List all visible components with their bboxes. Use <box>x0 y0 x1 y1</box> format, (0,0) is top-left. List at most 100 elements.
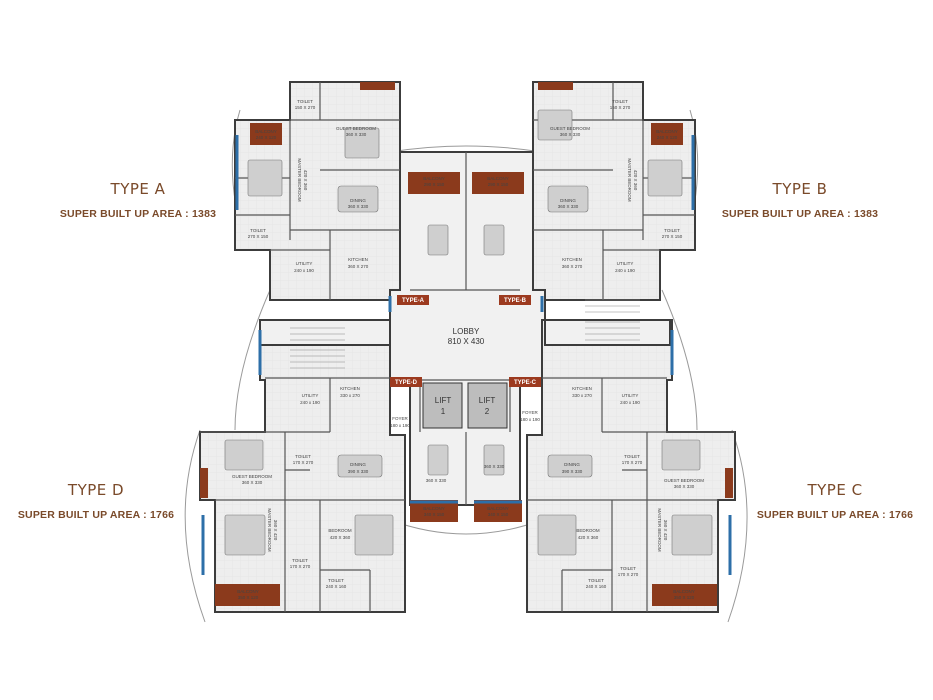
room-d-foyer-size: 180 x 190 <box>390 423 410 428</box>
room-d-master-size: 360 X 420 <box>273 520 278 541</box>
room-c-foyer-name: FOYER <box>522 410 538 415</box>
type-d-label: TYPE D SUPER BUILT UP AREA : 1766 <box>6 481 186 521</box>
room-c-toilet1-name: TOILET <box>624 454 640 459</box>
room-c-kitchen-size: 330 x 270 <box>572 393 592 398</box>
room-b-kitchen-size: 360 X 270 <box>562 264 583 269</box>
room-b-utility-name: UTILITY <box>617 261 634 266</box>
room-a-utility-size: 240 x 190 <box>294 268 314 273</box>
room-c-toilet1-size: 170 X 270 <box>622 460 643 465</box>
room-c-toilet3-size: 240 X 160 <box>586 584 607 589</box>
room-b-toilet1-size: 150 X 270 <box>610 105 631 110</box>
lift-shafts <box>422 382 508 429</box>
room-b-dining-name: DINING <box>560 198 576 203</box>
room-d-utility-size: 240 x 190 <box>300 400 320 405</box>
room-c-utility-name: UTILITY <box>622 393 639 398</box>
room-c-toilet2-size: 170 X 270 <box>618 572 639 577</box>
room-a-kitchen-name: KITCHEN <box>348 257 368 262</box>
tag-type-c: TYPE-C <box>514 380 537 386</box>
balconies <box>200 82 733 606</box>
tag-type-b: TYPE-B <box>504 298 527 304</box>
room-c-bedroom-size: 420 X 360 <box>578 535 599 540</box>
room-d-guest-size: 360 X 330 <box>242 480 263 485</box>
room-labels: TOILET 150 X 270 BALCONY 240 X 120 GUEST… <box>232 99 704 600</box>
room-d-toilet1-size: 170 X 270 <box>293 460 314 465</box>
room-c-foyer-size: 180 x 190 <box>520 417 540 422</box>
room-a-utility-name: UTILITY <box>296 261 313 266</box>
room-c-guest-size: 360 X 330 <box>674 484 695 489</box>
room-a-toilet1-name: TOILET <box>297 99 313 104</box>
room-b-toilet1-name: TOILET <box>612 99 628 104</box>
room-a-toilet2-size: 270 X 150 <box>248 234 269 239</box>
room-c-master-size: 360 X 420 <box>663 520 668 541</box>
room-a-balcony2-size: 290 X 150 <box>424 182 445 187</box>
type-a-title: TYPE A <box>110 180 166 198</box>
room-d-balcony2-name: BALCONY <box>423 506 445 511</box>
room-b-guest-size: 360 X 330 <box>560 132 581 137</box>
room-d-balcony1-size: 350 X 120 <box>238 595 259 600</box>
room-c-guest-name: GUEST BEDROOM <box>664 478 704 483</box>
room-d-kitchen-size: 330 x 270 <box>340 393 360 398</box>
room-b-guest-name: GUEST BEDROOM <box>550 126 590 131</box>
room-c-balcony1-name: BALCONY <box>673 589 695 594</box>
room-a-guest-size: 360 X 330 <box>346 132 367 137</box>
room-d-kitchen-name: KITCHEN <box>340 386 360 391</box>
interior-walls <box>200 82 735 612</box>
room-b-dining-size: 360 X 330 <box>558 204 579 209</box>
type-b-area: SUPER BUILT UP AREA : 1383 <box>721 208 879 220</box>
tag-type-a: TYPE-A <box>402 298 425 304</box>
room-c-dining-name: DINING <box>564 462 580 467</box>
room-d-toilet1-name: TOILET <box>295 454 311 459</box>
type-c-title: TYPE C <box>807 481 863 499</box>
room-d-foyer-name: FOYER <box>392 416 408 421</box>
room-a-master-name: MASTER BEDROOM <box>297 158 302 202</box>
room-b-toilet2-name: TOILET <box>664 228 680 233</box>
room-c-balcony1-size: 350 X 120 <box>674 595 695 600</box>
tag-type-d: TYPE-D <box>395 380 418 386</box>
room-a-dining-size: 360 X 330 <box>348 204 369 209</box>
unit-tags <box>390 295 541 387</box>
room-b-toilet2-size: 270 X 150 <box>662 234 683 239</box>
room-a-master-size: 420 X 360 <box>303 170 308 191</box>
lift-2-number: 2 <box>485 407 490 416</box>
room-d-master-name: MASTER BEDROOM <box>267 508 272 552</box>
furniture <box>224 109 713 556</box>
lift-1-number: 1 <box>441 407 446 416</box>
type-d-title: TYPE D <box>67 481 125 499</box>
room-d-balcony2-size: 340 X 150 <box>424 512 445 517</box>
lobby-size: 810 X 430 <box>448 337 485 346</box>
room-a-toilet2-name: TOILET <box>250 228 266 233</box>
room-c-balcony2-name: BALCONY <box>487 506 509 511</box>
room-d-toilet3-size: 240 X 160 <box>326 584 347 589</box>
room-d-utility-name: UTILITY <box>302 393 319 398</box>
room-b-balcony1-name: BALCONY <box>656 129 678 134</box>
room-a-dining-name: DINING <box>350 198 366 203</box>
room-d-dining-name: DINING <box>350 462 366 467</box>
room-d-bedroom-name: BEDROOM <box>328 528 352 533</box>
room-d-bedroom-size: 420 X 360 <box>330 535 351 540</box>
type-b-label: TYPE B SUPER BUILT UP AREA : 1383 <box>710 180 890 220</box>
room-b-balcony1-size: 240 X 120 <box>657 135 678 140</box>
room-b-kitchen-name: KITCHEN <box>562 257 582 262</box>
type-c-label: TYPE C SUPER BUILT UP AREA : 1766 <box>745 481 925 521</box>
room-c-balcony2-size: 340 X 150 <box>488 512 509 517</box>
room-b-balcony2-name: BALCONY <box>487 176 509 181</box>
windows <box>201 135 732 575</box>
lift-1-name: LIFT <box>435 396 452 405</box>
room-d-balcony1-name: BALCONY <box>237 589 259 594</box>
room-c-master-name: MASTER BEDROOM <box>657 508 662 552</box>
type-a-label: TYPE A SUPER BUILT UP AREA : 1383 <box>48 180 228 220</box>
room-a-kitchen-size: 360 X 270 <box>348 264 369 269</box>
room-c-dining-size: 390 X 330 <box>562 469 583 474</box>
room-c-kitchen-name: KITCHEN <box>572 386 592 391</box>
room-a-toilet1-size: 150 X 270 <box>295 105 316 110</box>
room-b-master-name: MASTER BEDROOM <box>627 158 632 202</box>
room-b-balcony2-size: 290 X 150 <box>488 182 509 187</box>
lift-2-name: LIFT <box>479 396 496 405</box>
room-c-utility-size: 240 x 190 <box>620 400 640 405</box>
room-d-toilet2-name: TOILET <box>292 558 308 563</box>
room-b-master-size: 420 X 360 <box>633 170 638 191</box>
room-d-toilet2-size: 170 X 270 <box>290 564 311 569</box>
room-d-living-size: 360 X 330 <box>426 478 447 483</box>
room-a-guest-name: GUEST BEDROOM <box>336 126 376 131</box>
